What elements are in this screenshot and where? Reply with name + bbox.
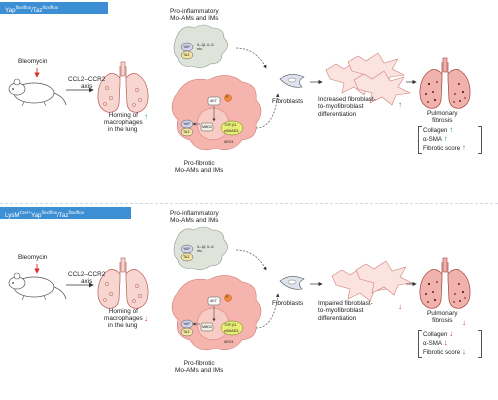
akt-label: AKT <box>210 99 217 103</box>
homing-label2-bottom: in the lung <box>108 322 138 329</box>
pro-fibrotic-label-bottom: Pro-fibrotic Mo-AMs and IMs <box>175 360 224 375</box>
genotype-banner-bottom: LysMCre/+Yapflox/flox/Tazflox/flox <box>0 207 131 219</box>
differentiation-down-icon: ↓ <box>398 302 402 311</box>
bleomycin-label-bottom: Bleomycin <box>18 254 48 261</box>
pulmonary-label-bottom: Pulmonary fibrosis <box>427 310 458 325</box>
down-arrow-icon: ↓ <box>449 329 454 338</box>
pulmonary-label-top: Pulmonary fibrosis <box>427 110 458 125</box>
homing-label-top: Homing of macrophages <box>104 112 143 127</box>
taz-label: TAZ <box>183 53 190 57</box>
homing-up-icon: ↑ <box>144 112 148 121</box>
cytokines-label: IL-1β, IL-6 etc. <box>197 43 214 52</box>
arg1-label: ARG1 <box>224 140 234 144</box>
differentiation-up-icon: ↑ <box>398 100 402 109</box>
mouse-icon <box>8 78 67 107</box>
differentiation-label-top: Increased fibroblast- to-myofibroblast d… <box>318 96 376 118</box>
yap-label: YAP <box>183 45 190 49</box>
homing-label-bottom: Homing of macrophages <box>104 308 143 323</box>
fibroblasts-label-top: Fibroblasts <box>272 98 304 105</box>
psmad3-label: pSMAD3 <box>224 129 239 133</box>
differentiation-label-bottom: Impaired fibroblast- to-myofibroblast di… <box>318 300 373 322</box>
fibrotic-lung-icon <box>419 57 471 109</box>
homing-down-icon: ↓ <box>144 314 148 323</box>
axis-label-top: CCL2–CCR2 axis <box>68 76 106 91</box>
results-list-bottom: Collagen ↓ α-SMA ↓ Fibrotic score ↓ <box>423 329 466 357</box>
tgf-label: TGF-β1 <box>224 123 237 127</box>
up-arrow-icon: ↑ <box>461 143 466 152</box>
pro-fibrotic-label-top: Pro-fibrotic Mo-AMs and IMs <box>175 160 224 175</box>
panel-top-graphics <box>8 24 471 151</box>
down-arrow-icon: ↓ <box>461 347 466 356</box>
genotype-banner-top: Yapflox/flox/Tazflox/flox <box>0 2 108 14</box>
up-arrow-icon: ↑ <box>443 134 448 143</box>
mbd2-label: MBD2 <box>202 125 212 129</box>
lung-icon <box>97 61 149 113</box>
results-list-top: Collagen ↑ α-SMA ↑ Fibrotic score ↑ <box>423 125 466 153</box>
fibroblasts-label-bottom: Fibroblasts <box>272 300 304 307</box>
bleomycin-label-top: Bleomycin <box>18 58 48 65</box>
pulmonary-down-icon: ↓ <box>462 318 466 327</box>
up-arrow-icon: ↑ <box>449 125 454 134</box>
panel-bottom-graphics <box>8 226 471 351</box>
down-arrow-icon: ↓ <box>443 338 448 347</box>
homing-label2-top: in the lung <box>108 126 138 133</box>
pro-inflammatory-label-top: Pro-inflammatory Mo-AMs and IMs <box>170 8 219 23</box>
panel-divider <box>0 203 498 204</box>
axis-label-bottom: CCL2–CCR2 axis <box>68 271 106 286</box>
pro-inflammatory-label-bottom: Pro-inflammatory Mo-AMs and IMs <box>170 210 219 225</box>
